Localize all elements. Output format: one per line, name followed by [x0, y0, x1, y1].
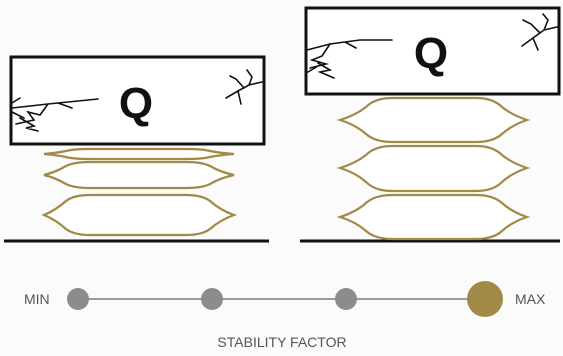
right-box: [304, 6, 561, 96]
left-bag-middle: [43, 160, 235, 190]
right-bag-top: [336, 96, 531, 144]
scale-dot: [67, 288, 89, 310]
left-bag-bottom: [41, 193, 238, 237]
scale-dot: [201, 288, 223, 310]
right-crack-right: [521, 13, 558, 51]
right-bag-middle: [336, 144, 531, 193]
left-box-letter: Q: [119, 79, 153, 128]
right-crack-left: [306, 39, 393, 79]
left-stack: Q: [4, 55, 269, 243]
scale-title: STABILITY FACTOR: [217, 334, 346, 350]
scale-min-label: MIN: [24, 291, 50, 307]
left-crack-right: [225, 69, 263, 105]
scale-max-label: MAX: [515, 291, 546, 307]
scale-dot-active: [467, 281, 503, 317]
scale-dot: [335, 288, 357, 310]
right-bag-bottom: [336, 193, 531, 241]
left-bag-top: [43, 147, 235, 161]
right-box-letter: Q: [414, 29, 448, 78]
left-box: [9, 55, 266, 146]
right-stack: Q: [300, 6, 561, 243]
left-crack-left: [11, 97, 99, 132]
stability-scale: MIN MAX STABILITY FACTOR: [24, 281, 546, 350]
